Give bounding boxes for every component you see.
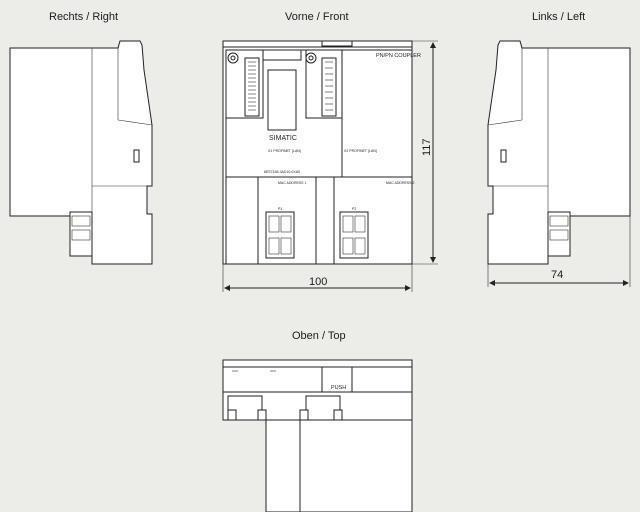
dimension-height: 117 (412, 40, 438, 265)
mac-address-2: MAC ADDRESS 2 (386, 181, 414, 185)
order-number: 6ES7158-3AD10-0XA0 (264, 170, 300, 174)
x1-label: X1 PROFINET (LAN) (268, 149, 301, 153)
dimension-depth-value: 74 (551, 269, 563, 281)
right-side-view (9, 40, 153, 265)
x2-label: X2 PROFINET (LAN) (344, 149, 377, 153)
mac-address-1: MAC ADDRESS 1 (278, 181, 306, 185)
view-title-front: Vorne / Front (285, 11, 349, 23)
dimension-depth: 74 (487, 216, 631, 287)
dimension-width-value: 100 (309, 276, 327, 288)
dimension-width: 100 (222, 264, 413, 292)
left-side-view (487, 40, 631, 265)
brand-label: SIMATIC (269, 135, 297, 142)
view-title-top: Oben / Top (292, 330, 346, 342)
push-label: PUSH (331, 385, 346, 391)
port-1-label: P1 (278, 207, 282, 211)
port-2-label: P2 (352, 207, 356, 211)
front-view: SIMATIC 6ES7158-3AD10-0XA0 X1 PROFINET (… (222, 40, 421, 265)
dimension-height-value: 117 (421, 138, 433, 156)
product-label: PN/PN COUPLER (376, 53, 421, 59)
view-title-right: Rechts / Right (49, 11, 119, 23)
view-title-left: Links / Left (532, 11, 586, 23)
top-view: PUSH (222, 359, 413, 512)
